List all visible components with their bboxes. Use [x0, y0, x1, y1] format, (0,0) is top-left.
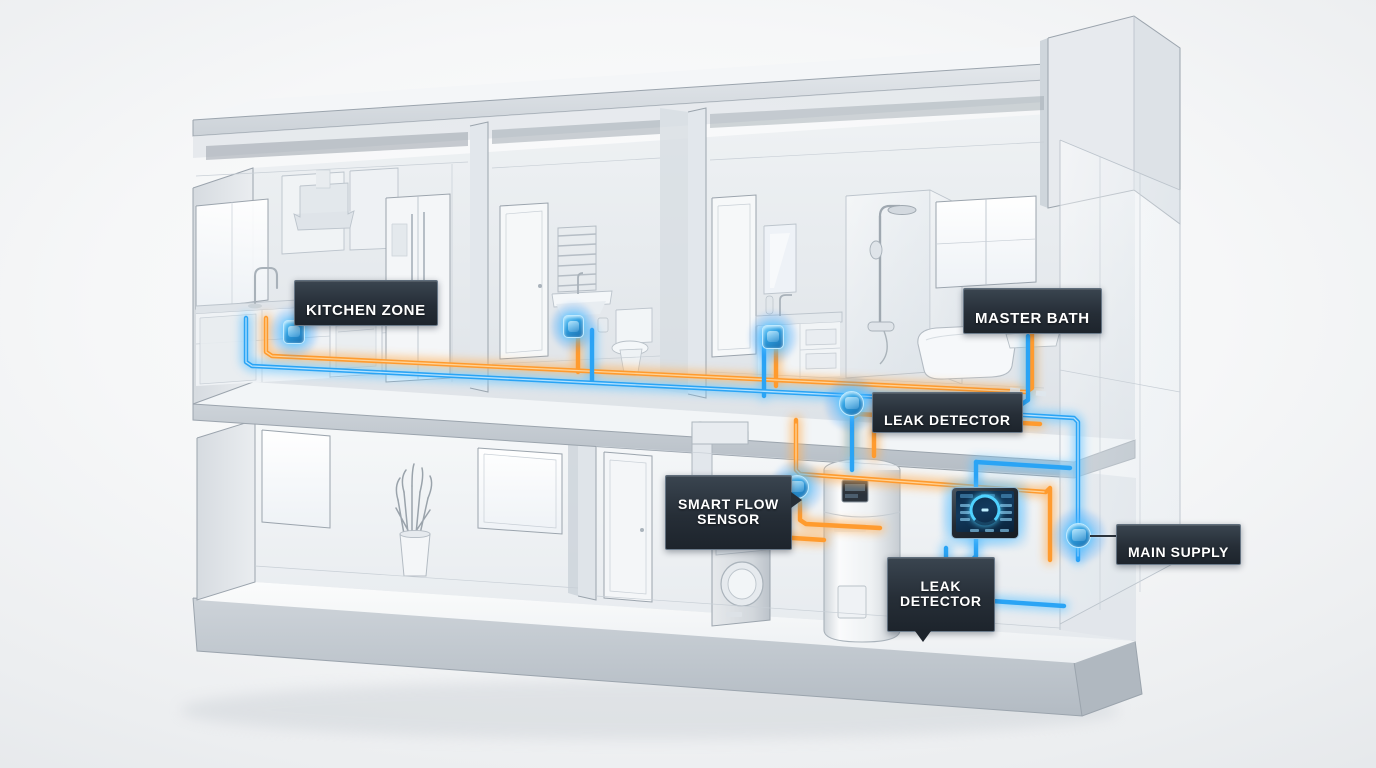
label-leak-detector-lower[interactable]: LEAK DETECTOR — [887, 557, 995, 642]
mid-bath-door — [499, 202, 549, 360]
range-hood — [293, 169, 355, 231]
callout-tail — [790, 492, 802, 508]
master-bath-mirror — [763, 223, 797, 295]
panel-metric-9 — [1000, 529, 1009, 532]
master-bath-room — [709, 141, 1061, 389]
towel-radiator — [557, 225, 597, 293]
panel-gauge-value — [981, 508, 989, 512]
label-kitchen-zone[interactable]: KITCHEN ZONE — [294, 280, 438, 326]
potted-plant — [395, 463, 433, 577]
foundation-face — [193, 598, 1082, 716]
mid-bath-leak-sensor[interactable] — [550, 301, 597, 352]
master-bath-leak-sensor[interactable] — [749, 311, 797, 363]
panel-metric-7 — [970, 529, 979, 532]
sensor-lens — [790, 480, 804, 493]
roof-face — [193, 62, 1075, 136]
panel-flow-gauge — [969, 494, 1001, 526]
panel-metric-8 — [985, 529, 994, 532]
panel-metric-3 — [960, 518, 970, 521]
ground-left-wall — [197, 420, 255, 600]
kitchen-faucet — [248, 266, 279, 309]
label-main-supply-text: MAIN SUPPLY — [1128, 543, 1229, 560]
callout-tail — [915, 630, 931, 642]
ground-floor-plane — [197, 582, 1136, 663]
sensor-lens — [567, 320, 580, 332]
kitchen-window — [195, 198, 269, 310]
master-bath-window — [935, 195, 1037, 289]
cold-branch-panel — [973, 459, 1073, 471]
smart-control-panel[interactable] — [942, 478, 1028, 548]
panel-metric-6 — [1000, 518, 1012, 521]
label-leak-detector-lower-text: LEAK DETECTOR — [900, 577, 982, 610]
panel-metric-2 — [960, 511, 970, 514]
main-supply-valve-node[interactable] — [1051, 508, 1106, 563]
panel-metric-4 — [1000, 504, 1012, 507]
panel-metric-5 — [1000, 511, 1012, 514]
main-supply-leader-line — [1090, 535, 1117, 537]
basement-window-right — [477, 447, 563, 535]
panel-status-right — [1001, 494, 1012, 498]
mid-slab-top — [193, 382, 1135, 462]
panel-screen — [956, 491, 1014, 532]
sensor-lens — [766, 330, 780, 343]
utility-door — [603, 451, 653, 603]
partition-upper-1 — [470, 122, 488, 392]
label-smart-flow-sensor[interactable]: SMART FLOW SENSOR — [665, 475, 802, 550]
roof-top — [193, 40, 1136, 120]
right-glazed-wing — [1059, 139, 1181, 625]
sensor-lens — [1071, 529, 1086, 541]
label-main-supply[interactable]: MAIN SUPPLY — [1116, 524, 1241, 566]
upper-leak-detector-node[interactable] — [824, 376, 879, 431]
kitchen-leak-sensor[interactable] — [270, 306, 318, 358]
panel-metric-1 — [960, 504, 970, 507]
label-master-bath[interactable]: MASTER BATH — [963, 288, 1102, 334]
label-kitchen-zone-text: KITCHEN ZONE — [306, 301, 426, 319]
partition-upper-2 — [688, 108, 706, 398]
basement-window-left — [261, 429, 331, 529]
foundation-right — [1074, 640, 1142, 716]
sensor-lens — [287, 325, 301, 338]
label-leak-detector-upper[interactable]: LEAK DETECTOR — [872, 392, 1023, 434]
partition-basement-1 — [578, 437, 596, 600]
basement-left-room — [254, 429, 579, 589]
sensor-lens — [844, 397, 859, 409]
label-smart-flow-sensor-text: SMART FLOW SENSOR — [678, 495, 779, 528]
mid-bath-toilet — [597, 307, 653, 374]
label-master-bath-text: MASTER BATH — [975, 309, 1090, 327]
label-leak-detector-upper-text: LEAK DETECTOR — [884, 411, 1011, 428]
panel-status-left — [960, 494, 973, 498]
